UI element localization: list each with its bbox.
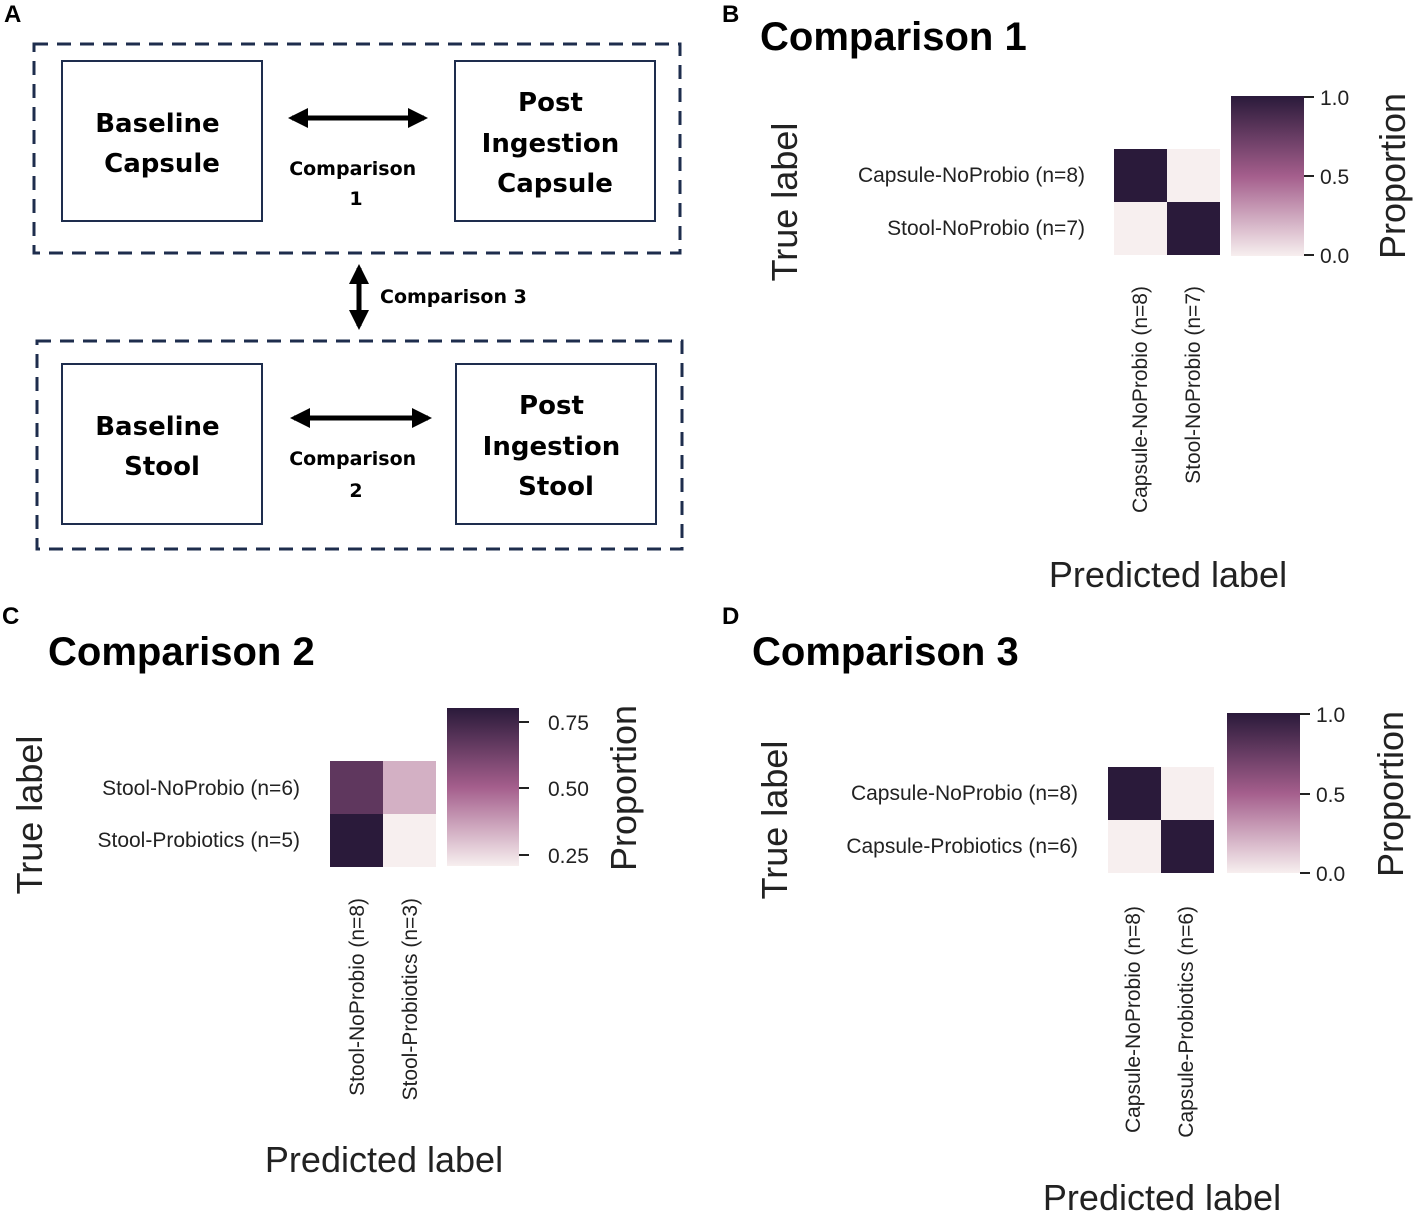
colorbar-tick-label: 0.25 — [548, 845, 589, 868]
row-label-1: Stool-NoProbio (n=6) — [102, 777, 300, 800]
panel-letter-d: D — [722, 603, 739, 630]
capsule-group-dashed-border — [32, 42, 682, 255]
heatmap-cell-r2-c1 — [330, 814, 383, 867]
comparison2-label: Comparison 2 — [289, 448, 423, 502]
row-label-1: Capsule-NoProbio (n=8) — [851, 782, 1078, 805]
panel-a: A Baseline Capsule Post Ingestion Capsul… — [4, 1, 684, 551]
chart-comparison-1: Comparison 1 Capsule-NoProbio (n=8) Stoo… — [760, 15, 1413, 595]
colorbar-tick-label: 0.5 — [1320, 166, 1349, 189]
colorbar-tick-label: 0.0 — [1316, 863, 1345, 886]
colorbar-tick-label: 0.50 — [548, 778, 589, 801]
heatmap-cell-r2-c1 — [1108, 820, 1161, 873]
post-ingestion-stool-box — [455, 363, 657, 525]
comparison1-label: Comparison 1 — [289, 158, 423, 210]
colorbar-tick-label: 0.0 — [1320, 245, 1349, 268]
heatmap-cell-r1-c1 — [1114, 149, 1167, 202]
stool-group-dashed-border — [35, 339, 684, 551]
column-label-1: Capsule-NoProbio (n=8) — [1122, 906, 1145, 1133]
comparison3-label: Comparison 3 — [380, 286, 527, 308]
row-label-2: Stool-Probiotics (n=5) — [97, 829, 300, 852]
colorbar-label: Proportion — [1372, 93, 1413, 259]
heatmap-cell-r1-c1 — [330, 761, 383, 814]
colorbar — [1231, 96, 1304, 256]
heatmap-cell-r2-c2 — [1167, 202, 1220, 255]
colorbar-tick-label: 0.5 — [1316, 784, 1345, 807]
row-label-2: Stool-NoProbio (n=7) — [887, 217, 1085, 240]
row-label-2: Capsule-Probiotics (n=6) — [846, 835, 1078, 858]
x-axis-label: Predicted label — [265, 1139, 503, 1180]
colorbar-tick-label: 0.75 — [548, 712, 589, 735]
column-label-2: Stool-NoProbio (n=7) — [1182, 286, 1205, 484]
y-axis-label: True label — [764, 123, 805, 282]
colorbar-ticks: 1.0 0.5 0.0 — [1304, 87, 1349, 268]
panel-letter-c: C — [2, 603, 19, 630]
heatmap-cell-r1-c2 — [383, 761, 436, 814]
colorbar-label: Proportion — [603, 705, 644, 871]
row-label-1: Capsule-NoProbio (n=8) — [858, 164, 1085, 187]
colorbar-tick-label: 1.0 — [1320, 87, 1349, 110]
heatmap-cell-r2-c2 — [1161, 820, 1214, 873]
colorbar-label: Proportion — [1370, 711, 1411, 877]
heatmap-cell-r1-c1 — [1108, 767, 1161, 820]
colorbar-ticks: 0.75 0.50 0.25 — [519, 712, 589, 868]
heatmap-cells — [1108, 767, 1214, 873]
panel-letter-a: A — [4, 1, 21, 28]
row-tick-labels: Capsule-NoProbio (n=8) Capsule-Probiotic… — [846, 782, 1078, 858]
heatmap-cells — [1114, 149, 1220, 255]
row-tick-labels: Stool-NoProbio (n=6) Stool-Probiotics (n… — [97, 777, 300, 852]
row-tick-labels: Capsule-NoProbio (n=8) Stool-NoProbio (n… — [858, 164, 1085, 240]
heatmap-cell-r1-c2 — [1167, 149, 1220, 202]
heatmap-cell-r1-c2 — [1161, 767, 1214, 820]
x-axis-label: Predicted label — [1049, 554, 1287, 595]
post-ingestion-capsule-label: Post Ingestion Capsule — [482, 88, 629, 199]
x-axis-label: Predicted label — [1043, 1177, 1281, 1218]
heatmap-cell-r2-c1 — [1114, 202, 1167, 255]
post-ingestion-capsule-box — [454, 60, 656, 222]
chart-title: Comparison 1 — [760, 15, 1027, 59]
chart-title: Comparison 3 — [752, 630, 1019, 674]
column-label-1: Capsule-NoProbio (n=8) — [1129, 286, 1152, 513]
heatmap-cells — [330, 761, 436, 867]
column-tick-labels: Capsule-NoProbio (n=8) Stool-NoProbio (n… — [1129, 286, 1205, 513]
column-label-1: Stool-NoProbio (n=8) — [346, 898, 369, 1096]
heatmap-cell-r2-c2 — [383, 814, 436, 867]
chart-title: Comparison 2 — [48, 630, 315, 674]
baseline-capsule-box — [61, 60, 263, 222]
baseline-stool-box — [61, 363, 263, 525]
chart-comparison-3: Comparison 3 Capsule-NoProbio (n=8) Caps… — [752, 630, 1411, 1218]
baseline-capsule-label: Baseline Capsule — [95, 109, 229, 179]
column-label-2: Capsule-Probiotics (n=6) — [1175, 906, 1198, 1138]
baseline-stool-label: Baseline Stool — [95, 412, 229, 482]
colorbar — [447, 708, 519, 866]
y-axis-label: True label — [754, 741, 795, 900]
colorbar-tick-label: 1.0 — [1316, 704, 1345, 727]
column-tick-labels: Capsule-NoProbio (n=8) Capsule-Probiotic… — [1122, 906, 1198, 1138]
colorbar — [1227, 713, 1300, 873]
chart-comparison-2: Comparison 2 Stool-NoProbio (n=6) Stool-… — [9, 630, 644, 1180]
y-axis-label: True label — [9, 736, 50, 895]
post-ingestion-stool-label: Post Ingestion Stool — [483, 391, 630, 502]
panel-letter-b: B — [722, 1, 739, 28]
column-tick-labels: Stool-NoProbio (n=8) Stool-Probiotics (n… — [346, 898, 422, 1101]
colorbar-ticks: 1.0 0.5 0.0 — [1300, 704, 1345, 886]
column-label-2: Stool-Probiotics (n=3) — [399, 898, 422, 1101]
